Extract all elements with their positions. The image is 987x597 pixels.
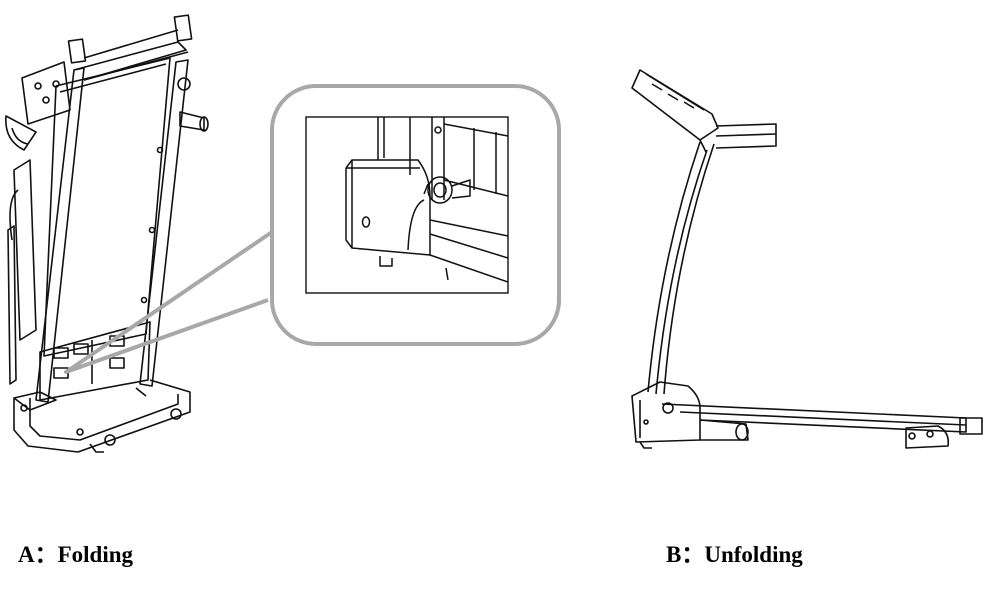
- folded-upright-column: [7, 159, 37, 385]
- detail-image-box: [305, 116, 509, 294]
- unfolded-motor-hood: [631, 381, 749, 449]
- detail-hinge-drawing: [345, 117, 508, 283]
- unfolded-upright: [647, 141, 715, 395]
- folded-running-board: [43, 57, 171, 357]
- unfolded-deck: [661, 403, 983, 449]
- folded-console: [5, 61, 71, 151]
- callout-pointer: [64, 230, 274, 374]
- unfolded-handle-bar: [715, 123, 777, 149]
- caption-folding: A：Folding: [18, 542, 134, 567]
- folded-side-handle: [177, 77, 209, 132]
- unfolded-treadmill-illustration: [631, 69, 983, 449]
- detail-callout: [64, 84, 561, 374]
- unfolded-console: [631, 69, 719, 153]
- folded-treadmill-illustration: [5, 14, 209, 453]
- folded-base-frame: [13, 379, 191, 453]
- caption-unfolding: B：Unfolding: [666, 542, 803, 567]
